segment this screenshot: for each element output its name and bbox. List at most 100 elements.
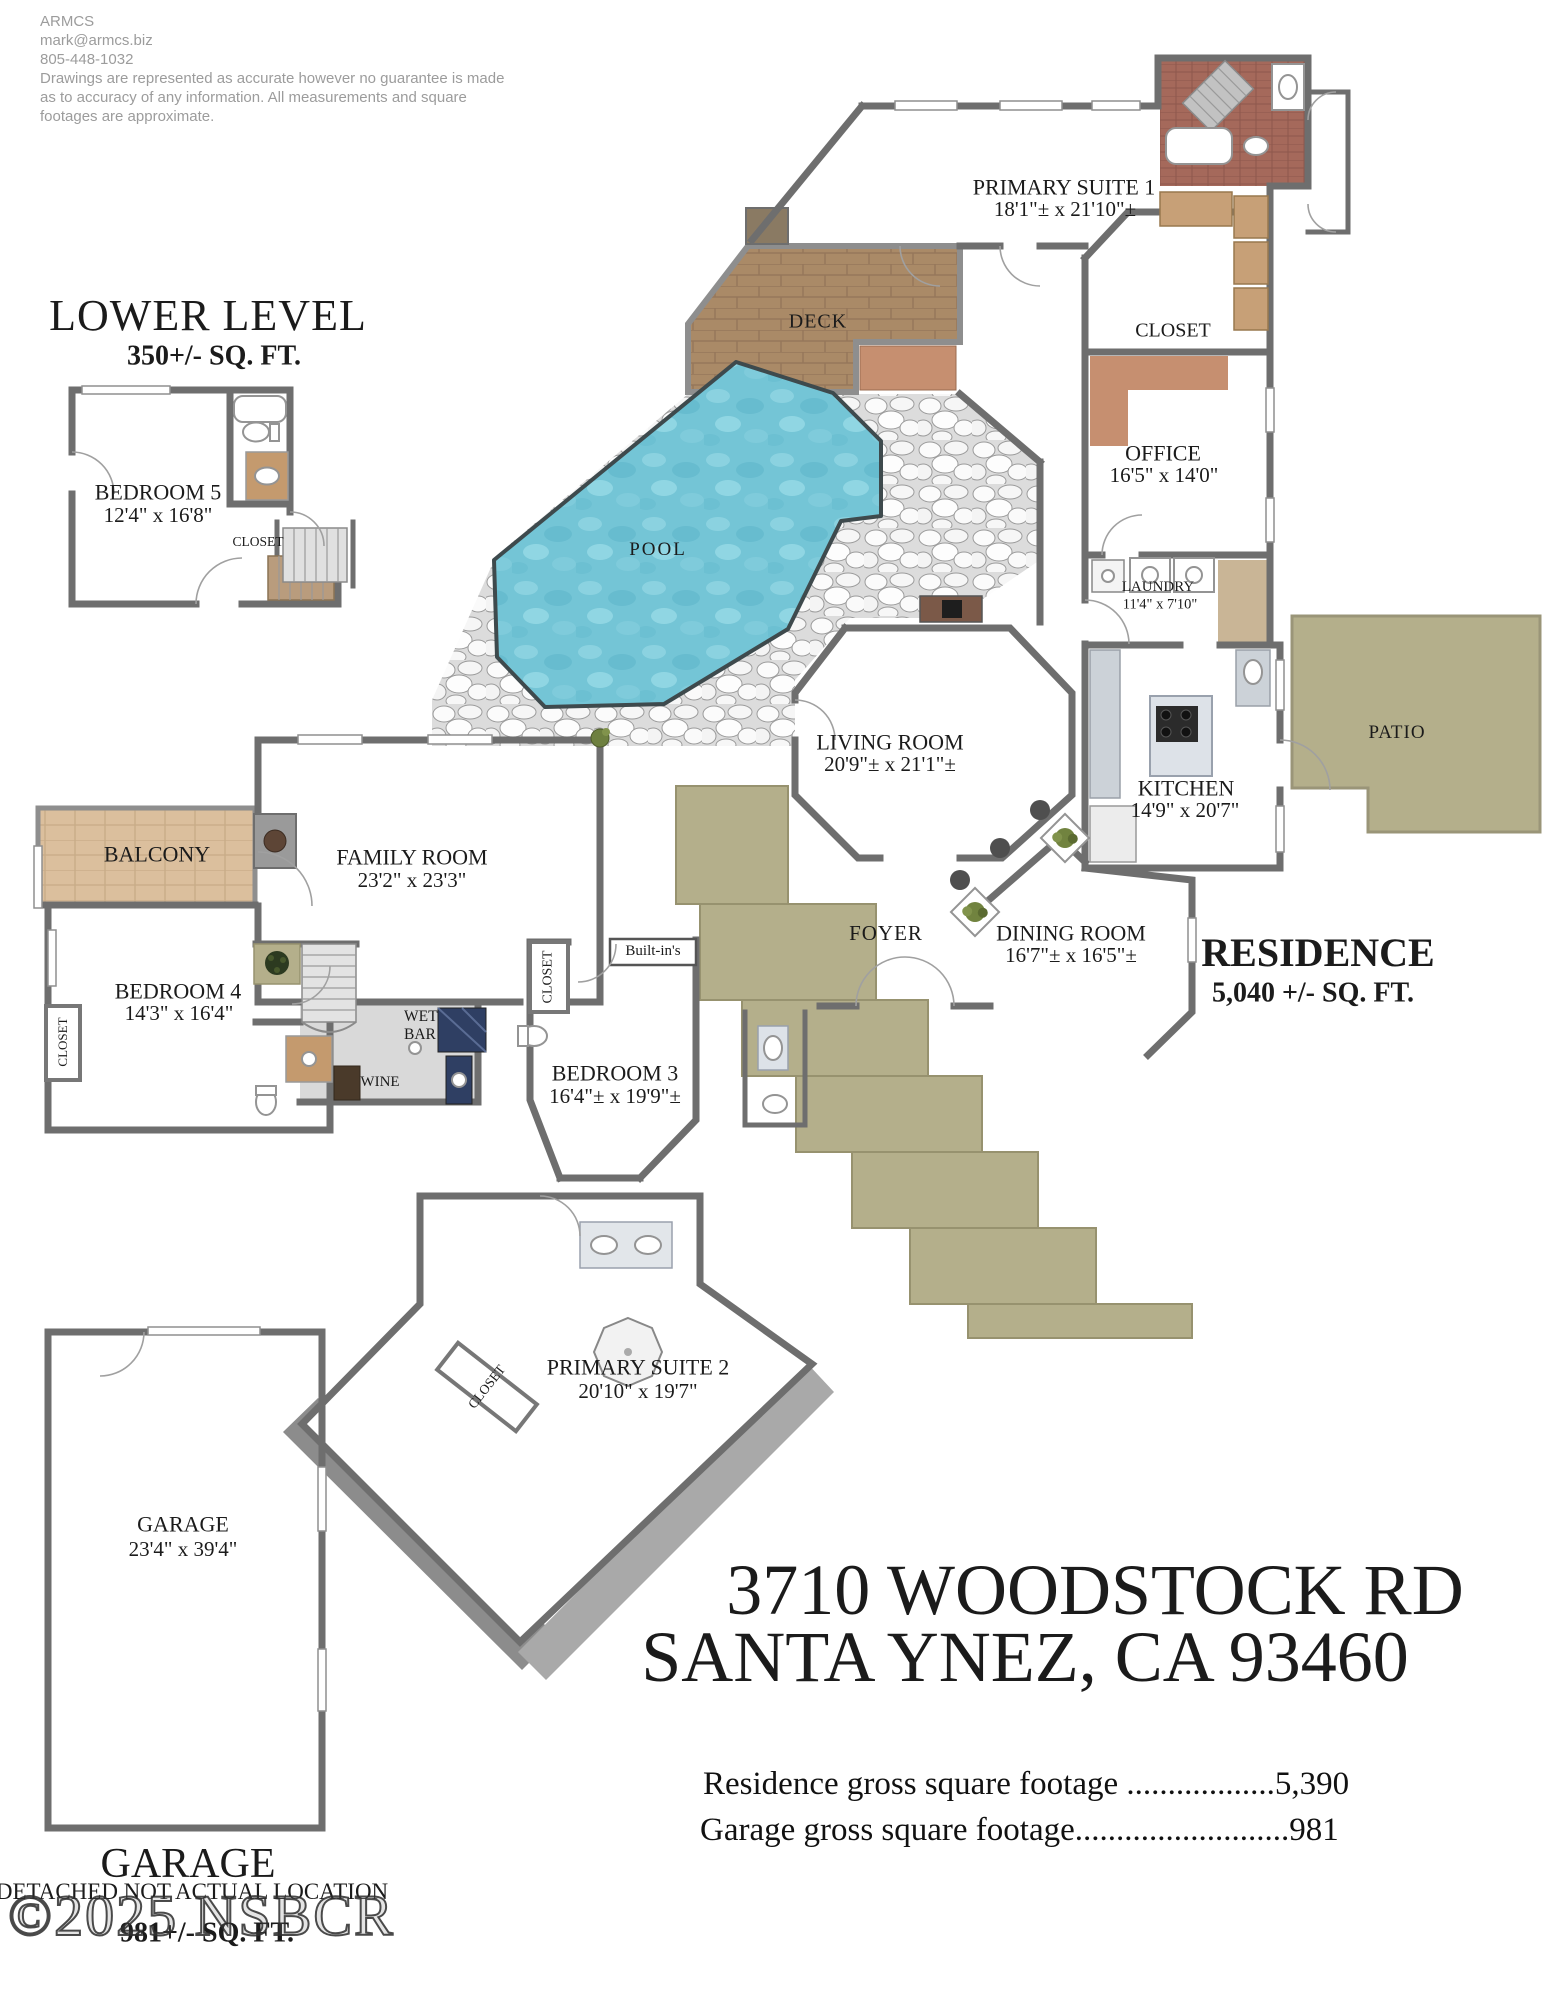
fireplace-family-icon xyxy=(253,813,297,869)
vanity-icon xyxy=(245,451,289,501)
fridge-icon xyxy=(1089,805,1137,863)
address-line-2: SANTA YNEZ, CA 93460 xyxy=(641,1617,1409,1698)
garage-caption-note: DETACHED NOT ACTUAL LOCATION xyxy=(0,1878,389,1904)
room-dims-primary-suite-1: 18'1"± x 21'10"± xyxy=(993,196,1137,221)
room-label-foyer: FOYER xyxy=(849,920,923,945)
room-dims-living-room: 20'9"± x 21'1"± xyxy=(824,751,956,776)
room-label-primary-suite-1: PRIMARY SUITE 1 xyxy=(972,174,1156,200)
room-dims-garage: 23'4" x 39'4" xyxy=(128,1536,238,1561)
room-label-kitchen: KITCHEN xyxy=(1137,775,1235,801)
room-label-bedroom5: BEDROOM 5 xyxy=(94,479,222,505)
stairs-to-lower xyxy=(253,943,357,1033)
room-label-primary-suite-2: PRIMARY SUITE 2 xyxy=(546,1354,730,1380)
bathtub-icon xyxy=(233,395,287,423)
stairs-suite1-bath xyxy=(1181,59,1255,133)
primary-suite-2-room xyxy=(297,1192,818,1647)
garage-caption-sqft: 981+/- SQ. FT. xyxy=(119,1917,295,1949)
column-icons xyxy=(950,800,1050,890)
room-label-garage: GARAGE xyxy=(137,1511,229,1537)
preparer-email: mark@armcs.biz xyxy=(40,32,153,49)
room-label-pool: POOL xyxy=(629,539,687,561)
residence-footage-line: Residence gross square footage .........… xyxy=(703,1766,1350,1802)
lower-bath-fixtures xyxy=(233,395,289,501)
stairs-family-upper xyxy=(282,527,348,583)
preparer-phone: 805-448-1032 xyxy=(40,51,134,68)
garage-caption-title: GARAGE xyxy=(100,1840,276,1887)
room-dims-bedroom4: 14'3" x 16'4" xyxy=(124,1000,234,1025)
room-dims-laundry: 11'4" x 7'10" xyxy=(1122,596,1198,613)
patio-area xyxy=(1290,614,1542,834)
room-label-balcony: BALCONY xyxy=(103,841,211,867)
plant-icon xyxy=(265,951,289,975)
preparer-info: ARMCS mark@armcs.biz 805-448-1032 Drawin… xyxy=(40,12,504,126)
toilet-icon xyxy=(1243,136,1269,156)
planter-icon xyxy=(1039,812,1091,864)
room-label-closet-lower: CLOSET xyxy=(232,533,284,549)
room-dims-kitchen: 14'9" x 20'7" xyxy=(1130,797,1240,822)
room-label-bedroom3: BEDROOM 3 xyxy=(551,1060,679,1086)
room-label-patio: PATIO xyxy=(1368,722,1426,744)
wine-rack-icon xyxy=(333,1065,361,1101)
disclaimer-line: footages are approximate. xyxy=(40,108,215,125)
room-label-closet-bedroom4: CLOSET xyxy=(55,1017,71,1067)
planter-icon xyxy=(949,886,1001,938)
bathtub-icon xyxy=(1165,127,1233,165)
room-label-deck: DECK xyxy=(788,310,848,333)
bedroom3-fixtures xyxy=(517,1025,789,1114)
room-label-living-room: LIVING ROOM xyxy=(816,729,964,755)
sink-icon xyxy=(1243,659,1263,685)
hall-tile-3 xyxy=(1090,356,1128,446)
room-dims-dining-room: 16'7"± x 16'5"± xyxy=(1005,942,1137,967)
wardrobe-icons xyxy=(1159,191,1269,331)
upper-wing-walls xyxy=(747,54,1351,872)
room-dims-primary-suite-2: 20'10" x 19'7" xyxy=(578,1378,698,1403)
deck-area xyxy=(685,243,963,395)
residence-sqft: 5,040 +/- SQ. FT. xyxy=(1211,977,1415,1009)
disclaimer-line: as to accuracy of any information. All m… xyxy=(40,89,467,106)
room-label-wine: WINE xyxy=(360,1074,400,1091)
room-dims-office: 16'5" x 14'0" xyxy=(1109,462,1219,487)
residence-title: RESIDENCE xyxy=(1201,930,1435,975)
room-dims-bedroom5: 12'4" x 16'8" xyxy=(103,502,213,527)
lower-level-sqft: 350+/- SQ. FT. xyxy=(126,340,302,372)
windows xyxy=(33,100,1285,1712)
lower-level-title: LOWER LEVEL xyxy=(49,290,367,340)
room-dims-family-room: 23'2" x 23'3" xyxy=(357,867,467,892)
wet-bar-fixtures xyxy=(333,1007,487,1105)
laundry-fixtures xyxy=(1091,557,1215,593)
kitchen-fixtures xyxy=(1089,649,1271,863)
room-dims-bedroom3: 16'4"± x 19'9"± xyxy=(549,1083,681,1108)
toilet-icon xyxy=(762,1094,788,1114)
room-label-closet-upper: CLOSET xyxy=(1135,319,1211,342)
copyright-watermark: ©2025 NSBCR xyxy=(7,1882,395,1949)
bedroom4-bath-fixtures xyxy=(255,1035,333,1116)
room-label-dining-room: DINING ROOM xyxy=(996,920,1146,946)
plant-icon xyxy=(590,728,610,748)
address-line-1: 3710 WOODSTOCK RD xyxy=(726,1550,1464,1631)
powder-room-walls xyxy=(742,1009,808,1128)
room-label-laundry: LAUNDRY xyxy=(1121,579,1195,596)
disclaimer-line: Drawings are represented as accurate how… xyxy=(40,70,505,87)
sink-icon xyxy=(451,1072,467,1088)
room-label-closet-bedroom3: CLOSET xyxy=(540,950,556,1004)
pool-area xyxy=(492,360,883,709)
door-arcs xyxy=(71,91,1337,1377)
suite1-bath-fixtures xyxy=(1165,63,1305,165)
living-room-walls xyxy=(791,623,1076,862)
garage-walls xyxy=(44,1326,326,1832)
suite2-roof-band-light xyxy=(518,1362,834,1680)
room-label-family-room: FAMILY ROOM xyxy=(336,844,488,870)
fireplace-living-icon xyxy=(919,595,983,623)
toilet-icon xyxy=(242,421,270,443)
laundry-tile xyxy=(1218,560,1268,643)
suite2-bath-fixtures xyxy=(579,1221,673,1388)
room-label-office: OFFICE xyxy=(1125,440,1201,466)
preparer-name: ARMCS xyxy=(40,13,95,30)
room-label-wet-bar: WET BAR xyxy=(404,1008,438,1043)
dryer-icon xyxy=(1173,557,1215,593)
hall-tile-1 xyxy=(859,345,957,391)
washer-icon xyxy=(1129,557,1171,593)
room-label-built-ins: Built-in's xyxy=(625,943,681,960)
